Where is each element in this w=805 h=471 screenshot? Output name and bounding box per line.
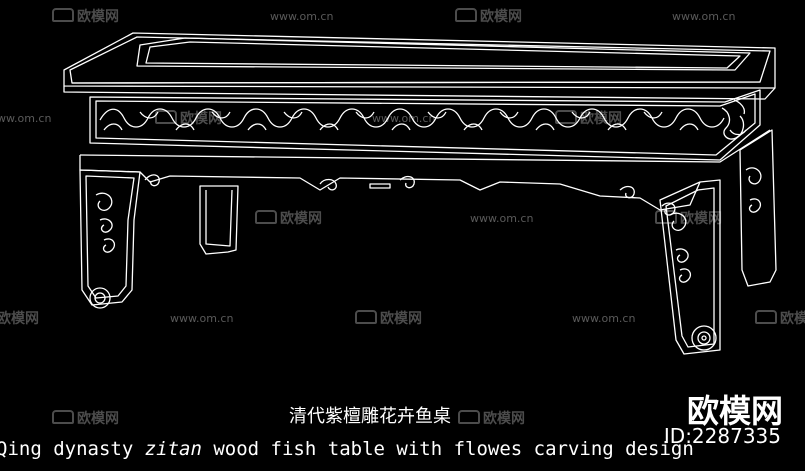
caption-english-part: Qing dynasty <box>0 438 145 460</box>
caption-english: Qing dynasty zitan wood fish table with … <box>0 438 694 460</box>
watermark-url: www.om.cn <box>0 112 52 125</box>
watermark-logo: 欧模网 <box>0 311 39 327</box>
back-left-leg <box>199 185 239 255</box>
sofa-icon <box>455 8 477 22</box>
watermark-url: www.om.cn <box>270 10 334 23</box>
watermark-logo: 欧模网 <box>52 6 119 26</box>
watermark-url: www.om.cn <box>372 112 436 125</box>
sofa-icon <box>755 310 777 324</box>
table-top <box>63 32 776 100</box>
sofa-icon <box>255 210 277 224</box>
watermark-logo: 欧模网 <box>458 408 525 428</box>
front-left-leg <box>79 169 141 309</box>
sofa-icon <box>458 410 480 424</box>
caption-chinese: 清代紫檀雕花卉鱼桌 <box>289 406 451 427</box>
watermark-url: www.om.cn <box>672 10 736 23</box>
watermark-url: www.om.cn <box>470 212 534 225</box>
watermark-logo: 欧模网 <box>755 308 805 328</box>
watermark-logo: 欧模网 <box>355 308 422 328</box>
watermark-logo: 欧模网 <box>255 208 322 228</box>
carved-apron <box>89 89 761 161</box>
lower-rail <box>79 129 771 216</box>
watermark-url: www.om.cn <box>170 312 234 325</box>
caption-english-italic: zitan <box>144 438 202 460</box>
watermark-url: www.om.cn <box>572 312 636 325</box>
brand-name: 欧模网 <box>686 392 783 430</box>
caption-english-part: wood fish table with flowes carving desi… <box>201 438 694 460</box>
watermark-logo: 欧模网 <box>455 6 522 26</box>
brand-id: ID:2287335 <box>663 424 781 448</box>
back-right-leg <box>739 129 777 287</box>
sofa-icon <box>52 410 74 424</box>
front-right-leg <box>659 179 721 355</box>
sofa-icon <box>52 8 74 22</box>
watermark-logo: 欧模网 <box>52 408 119 428</box>
sofa-icon <box>355 310 377 324</box>
